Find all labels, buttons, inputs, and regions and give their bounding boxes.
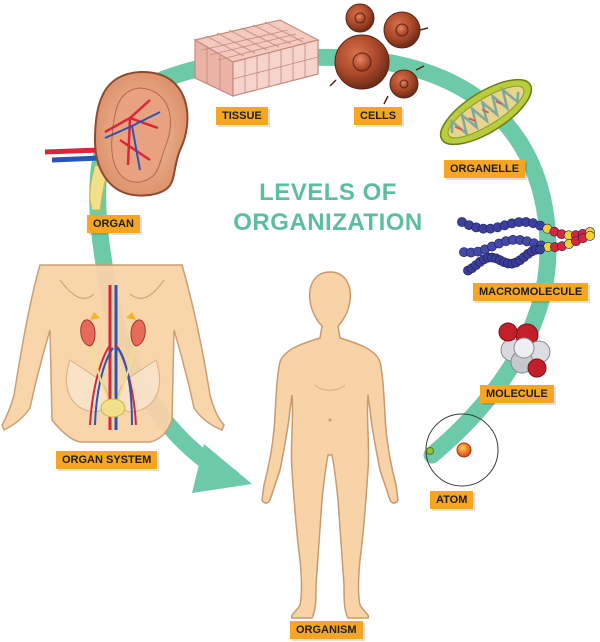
molecule-icon — [498, 322, 551, 378]
bead — [535, 244, 545, 255]
dna-strand-icon — [457, 217, 595, 276]
label-organ-system: ORGAN SYSTEM — [56, 451, 158, 469]
arrow-head — [192, 444, 252, 493]
diagram-title: LEVELS OF ORGANIZATION — [222, 178, 434, 238]
label-organelle: ORGANELLE — [444, 160, 526, 178]
title-line-2: ORGANIZATION — [233, 209, 423, 236]
kidney-organ-icon — [44, 70, 189, 211]
label-macromolecule: MACROMOLECULE — [473, 283, 589, 301]
mitochondrion-icon — [439, 78, 533, 146]
title-line-1: LEVELS OF — [259, 179, 397, 206]
label-tissue: TISSUE — [216, 107, 268, 125]
tissue-icon — [193, 19, 320, 97]
atom-icon — [425, 413, 499, 487]
label-molecule: MOLECULE — [480, 385, 554, 403]
urinary-system-icon — [1, 264, 225, 443]
cells-icon — [329, 3, 429, 105]
label-cells: CELLS — [354, 107, 403, 125]
label-organ: ORGAN — [87, 215, 140, 233]
label-atom: ATOM — [430, 491, 474, 509]
human-body-icon — [261, 271, 399, 619]
bead — [585, 230, 595, 241]
label-organism: ORGANISM — [290, 621, 363, 639]
